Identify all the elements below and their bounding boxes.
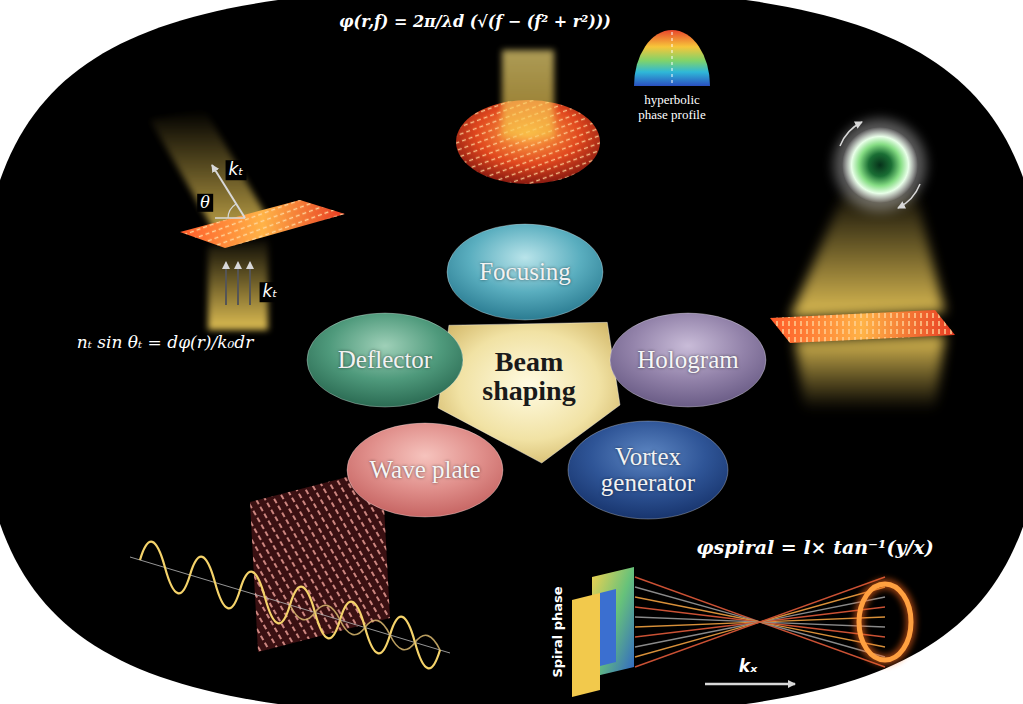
hologram-ellipse: Hologram [609, 312, 767, 408]
light-ray [635, 577, 885, 667]
node-label: Deflector [338, 347, 432, 373]
node-body: Focusing [446, 223, 604, 321]
rotation-arrow [840, 122, 862, 146]
node-body: Deflector [306, 312, 464, 408]
node-body: Wave plate [346, 422, 504, 518]
node-label: Focusing [479, 259, 571, 285]
ellipse-shape [347, 423, 503, 517]
propagation-arrow [705, 683, 795, 686]
incident-arrow [237, 262, 239, 305]
light-ray [635, 577, 885, 667]
vortex-donut [842, 127, 918, 203]
ellipse-shape [307, 313, 463, 407]
propagation-axis [130, 557, 450, 653]
hyperbolic-dome [634, 30, 710, 86]
spiral-phase-step [600, 589, 616, 666]
wavevector-symbol: kₓ [736, 657, 760, 677]
metasurface [770, 310, 955, 343]
focal-phase-formula: φ(r,f) = 2π/λd (√(f − (f² + r²))) [339, 13, 611, 31]
incident-arrow [249, 262, 251, 305]
metasurface-pattern [770, 310, 955, 343]
vortex-halo [834, 119, 926, 211]
node-body: Hologram [609, 312, 767, 408]
dome-axis [672, 32, 673, 86]
node-body: Vortex generator [567, 420, 729, 520]
angle-symbol: θ [197, 194, 213, 212]
node-label: Wave plate [369, 457, 480, 483]
rotation-arrow [898, 184, 920, 208]
wavevector-symbol: kₜ [226, 160, 247, 180]
vortex-generator-ellipse: Vortex generator [567, 420, 729, 520]
wavevector-symbol: kₜ [260, 282, 281, 302]
light-rays [635, 577, 885, 667]
spiral-phase-step [572, 593, 600, 697]
dome-caption: hyperbolic phase profile [630, 93, 714, 123]
node-label: Beam shaping [472, 347, 587, 406]
incident-arrow [225, 262, 227, 305]
surface-reference [215, 217, 245, 219]
input-beam [795, 335, 945, 410]
plate-caption: Spiral phase [551, 586, 566, 677]
ellipse-shape [610, 313, 766, 407]
ellipse-shape [568, 421, 728, 519]
wave-plate-ellipse: Wave plate [346, 422, 504, 518]
node-label: Vortex generator [589, 444, 707, 497]
node-label: Hologram [637, 347, 738, 373]
spiral-phase-formula: φspiral = l× tan⁻¹(y/x) [696, 537, 933, 559]
vortex-ring-glow [859, 584, 911, 660]
deflection-formula: nₜ sin θₜ = dφ(r)/k₀dr [77, 333, 254, 353]
deflector-ellipse: Deflector [306, 312, 464, 408]
converted-wave [290, 605, 440, 650]
ellipse-shape [447, 224, 603, 320]
focusing-ellipse: Focusing [446, 223, 604, 321]
angle-arc [228, 204, 236, 218]
vortex-ring [859, 584, 911, 660]
incident-wave [140, 542, 440, 669]
incident-beam [502, 50, 554, 138]
